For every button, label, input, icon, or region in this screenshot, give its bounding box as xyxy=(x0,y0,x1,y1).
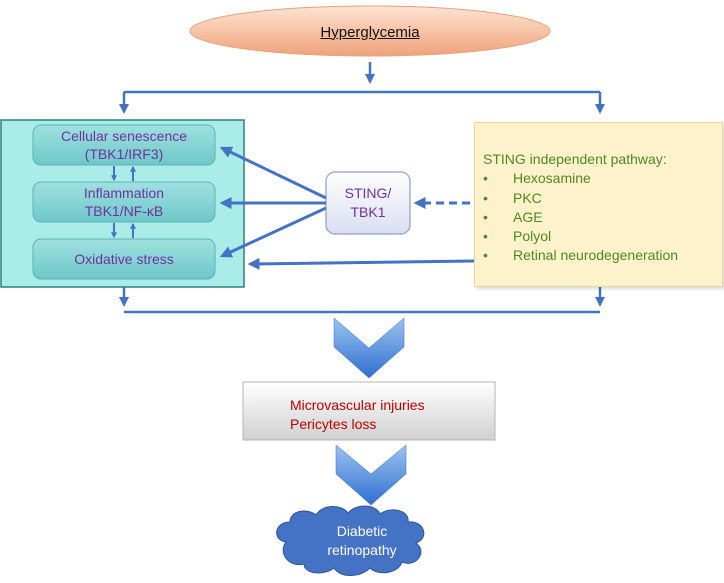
bullet: • xyxy=(483,209,488,225)
list-item-label: AGE xyxy=(513,209,543,225)
senescence-box xyxy=(32,124,216,166)
list-item: • Polyol xyxy=(483,228,551,244)
sting-line2: TBK1 xyxy=(350,204,386,220)
senescence-line1: Cellular senescence xyxy=(60,128,188,144)
list-item: • Hexosamine xyxy=(483,170,591,186)
hyperglycemia-ellipse xyxy=(189,5,551,57)
list-item: • PKC xyxy=(483,190,542,206)
list-item-label: Hexosamine xyxy=(513,170,591,186)
hyperglycemia-label: Hyperglycemia xyxy=(320,23,420,41)
outcome-line1: Microvascular injuries xyxy=(290,397,425,413)
inflammation-label: Inflammation TBK1/NF-κB xyxy=(33,182,215,222)
bottom-connector xyxy=(119,287,605,314)
right-panel-title: STING independent pathway: xyxy=(483,151,667,167)
inflammation-box xyxy=(32,181,216,223)
sting-label: STING/ TBK1 xyxy=(326,172,410,234)
oxidative-line1: Oxidative stress xyxy=(74,251,174,267)
inflammation-line1: Inflammation xyxy=(83,185,165,201)
list-item-label: Retinal neurodegeneration xyxy=(513,247,679,263)
result-label: Diabetic retinopathy xyxy=(300,522,424,560)
result-line2: retinopathy xyxy=(327,542,397,558)
list-item-label: PKC xyxy=(513,190,542,206)
inflammation-line2: TBK1/NF-κB xyxy=(84,203,164,219)
bullet: • xyxy=(483,247,488,263)
oxidative-box xyxy=(32,238,216,280)
list-item: • Retinal neurodegeneration xyxy=(483,247,678,263)
outcome-label: Microvascular injuries Pericytes loss xyxy=(290,396,425,434)
list-item-label: Polyol xyxy=(513,228,552,244)
chevron-arrow-2 xyxy=(335,444,407,506)
outcome-line2: Pericytes loss xyxy=(290,416,377,432)
bullet: • xyxy=(483,170,488,186)
bullet: • xyxy=(483,228,488,244)
top-connector xyxy=(119,62,605,114)
independent-arrow xyxy=(247,257,475,270)
outcome-box xyxy=(242,381,496,441)
sting-arrows xyxy=(219,146,327,258)
oxidative-label: Oxidative stress xyxy=(33,239,215,279)
sting-line1: STING/ xyxy=(344,185,392,201)
right-panel xyxy=(474,122,723,287)
list-item: • AGE xyxy=(483,209,543,225)
chevron-arrow-1 xyxy=(333,317,405,379)
internal-arrows xyxy=(111,165,136,239)
senescence-label: Cellular senescence (TBK1/IRF3) xyxy=(33,125,215,165)
senescence-line2: (TBK1/IRF3) xyxy=(84,146,164,162)
cloud-shape xyxy=(276,505,425,576)
result-line1: Diabetic xyxy=(336,523,388,539)
bullet: • xyxy=(483,190,488,206)
